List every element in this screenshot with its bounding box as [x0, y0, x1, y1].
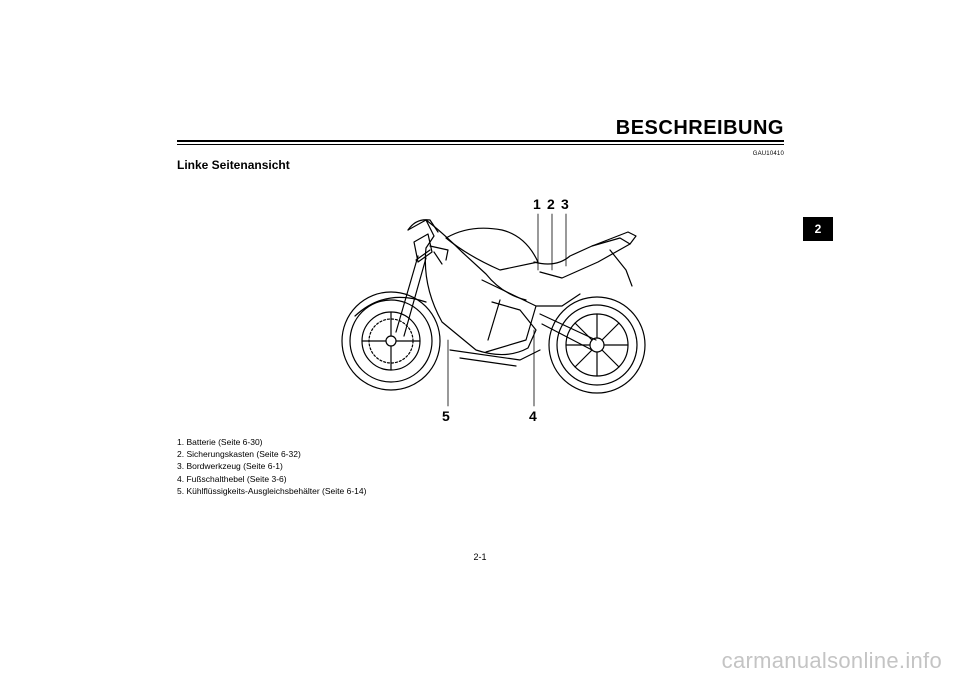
- handlebar: [429, 245, 449, 265]
- header-rule-thick: [177, 140, 784, 142]
- callout-1: 1: [533, 196, 541, 212]
- front-wheel: [341, 291, 441, 391]
- callout-4: 4: [529, 408, 537, 424]
- exhaust: [449, 349, 541, 367]
- legend-item: 2. Sicherungskasten (Seite 6-32): [177, 449, 301, 460]
- motorcycle-illustration: [341, 213, 646, 407]
- legend-item: 3. Bordwerkzeug (Seite 6-1): [177, 461, 283, 472]
- windscreen: [407, 219, 439, 233]
- swingarm: [539, 313, 597, 351]
- tail-section: [591, 231, 637, 287]
- legend-item: 4. Fußschalthebel (Seite 3-6): [177, 473, 287, 484]
- header-rule-thin: [177, 144, 784, 145]
- legend-item: 1. Batterie (Seite 6-30): [177, 437, 263, 447]
- rear-wheel: [548, 296, 646, 394]
- callout-3: 3: [561, 196, 569, 212]
- frame: [481, 279, 581, 353]
- parts-legend: 1. Batterie (Seite 6-30) 2. Sicherungska…: [177, 436, 366, 497]
- section-title: Linke Seitenansicht: [177, 158, 290, 172]
- watermark: carmanualsonline.info: [721, 648, 942, 673]
- callout-2: 2: [547, 196, 555, 212]
- front-fairing: [407, 219, 537, 356]
- seat: [533, 237, 631, 279]
- front-fork: [395, 249, 431, 337]
- page-header-title: BESCHREIBUNG: [615, 117, 784, 139]
- page-number: 2-1: [473, 552, 487, 562]
- document-code: GAU10410: [752, 151, 784, 157]
- front-fender: [354, 296, 427, 317]
- leader-lines: [447, 213, 567, 407]
- legend-item: 5. Kühlflüssigkeits-Ausgleichsbehälter (…: [177, 485, 367, 496]
- fuel-tank: [445, 227, 539, 271]
- chapter-tab: 2: [803, 217, 833, 241]
- callout-5: 5: [442, 408, 450, 424]
